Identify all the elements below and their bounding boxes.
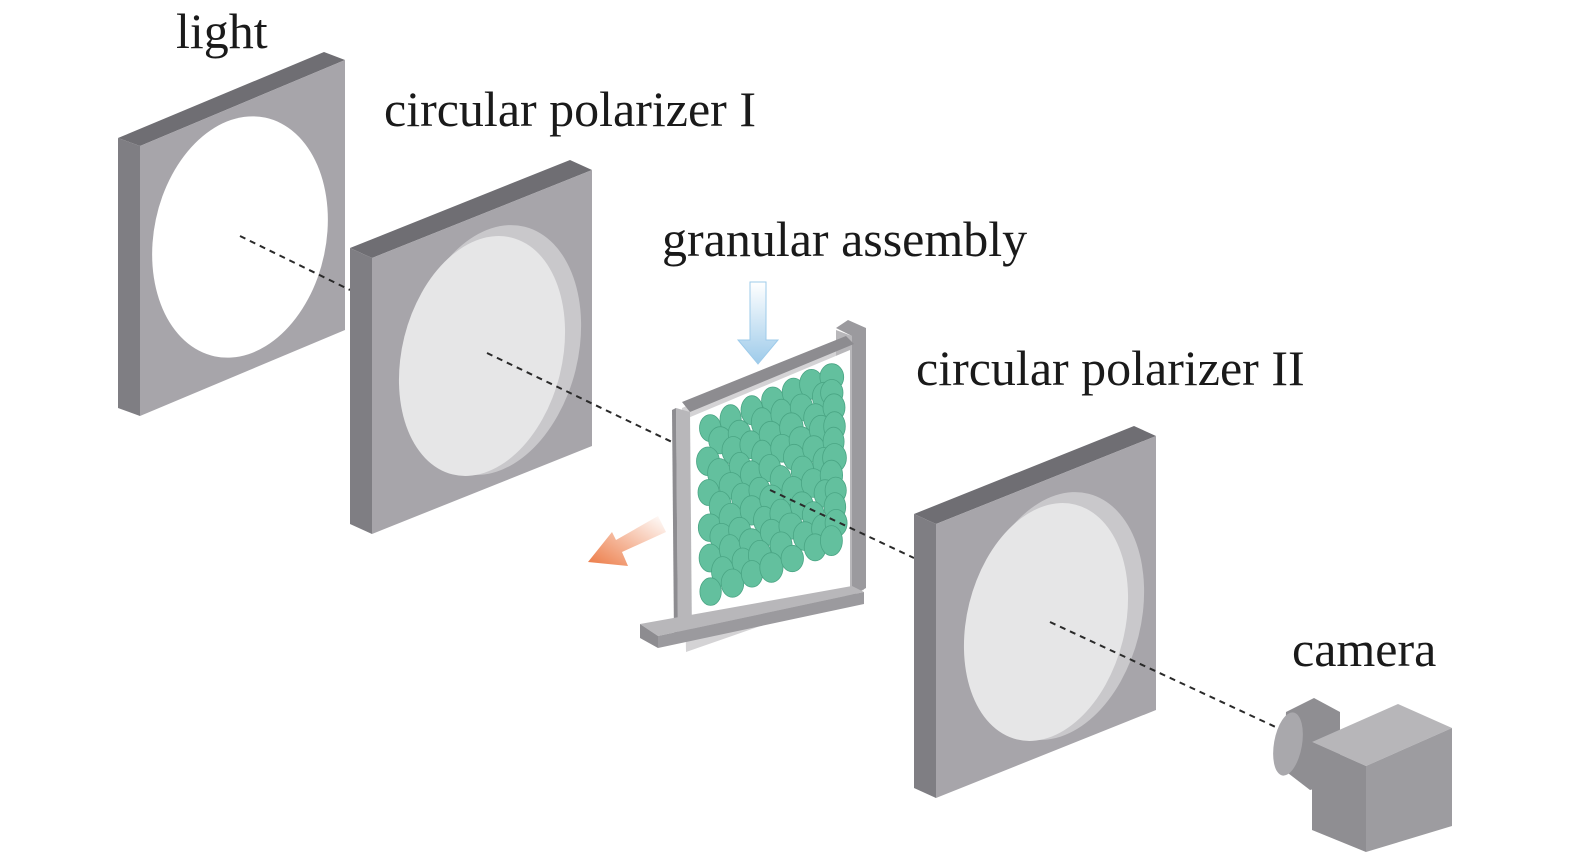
light-panel bbox=[118, 52, 345, 416]
camera bbox=[1273, 698, 1452, 852]
assembly-base-side bbox=[658, 592, 864, 648]
assembly-base-front bbox=[640, 624, 658, 648]
assembly-base-plate bbox=[640, 586, 864, 636]
granule-group bbox=[696, 363, 848, 606]
granule bbox=[820, 525, 843, 556]
camera-body-side bbox=[1312, 742, 1366, 852]
flow-arrow bbox=[588, 516, 666, 566]
circular-polarizer-2 bbox=[914, 426, 1156, 798]
flow-arrow-shape bbox=[588, 516, 666, 566]
light-panel-side-face bbox=[118, 138, 140, 416]
polarizer-1-side-face bbox=[350, 248, 372, 534]
granular-assembly-label: granular assembly bbox=[662, 211, 1028, 267]
granular-assembly bbox=[640, 320, 866, 652]
assembly-top-beam bbox=[682, 336, 854, 412]
light-label: light bbox=[176, 3, 268, 59]
polarizer-2-side-face bbox=[914, 514, 936, 798]
granule bbox=[699, 577, 722, 606]
circular-polarizer-1-label: circular polarizer I bbox=[384, 81, 756, 137]
polarizer-2-top-face bbox=[914, 426, 1156, 524]
assembly-right-post bbox=[836, 320, 866, 596]
polarizer-1-lens bbox=[398, 236, 566, 476]
circular-polarizer-2-label: circular polarizer II bbox=[916, 340, 1305, 396]
granule bbox=[780, 544, 804, 573]
optical-axis-segment bbox=[239, 235, 351, 291]
assembly-left-post bbox=[676, 408, 692, 640]
optical-axis-segment bbox=[486, 352, 673, 443]
light-panel-top-face bbox=[118, 52, 345, 146]
camera-body-top bbox=[1312, 704, 1452, 766]
optical-axis-segment bbox=[769, 489, 915, 559]
circular-polarizer-1 bbox=[350, 160, 592, 534]
loading-arrow bbox=[736, 281, 780, 365]
granule bbox=[720, 568, 745, 598]
assembly-left-post-edge bbox=[672, 408, 678, 638]
camera-lens-front bbox=[1273, 712, 1303, 776]
polarizer-2-lens bbox=[963, 503, 1129, 741]
loading-arrow-shape bbox=[736, 281, 780, 365]
camera-body-front bbox=[1366, 728, 1452, 852]
polarizer-1-top-face bbox=[350, 160, 592, 258]
optical-axis-segment bbox=[1049, 621, 1283, 731]
camera-label: camera bbox=[1292, 621, 1437, 677]
granule bbox=[759, 552, 784, 583]
granule bbox=[741, 560, 764, 588]
